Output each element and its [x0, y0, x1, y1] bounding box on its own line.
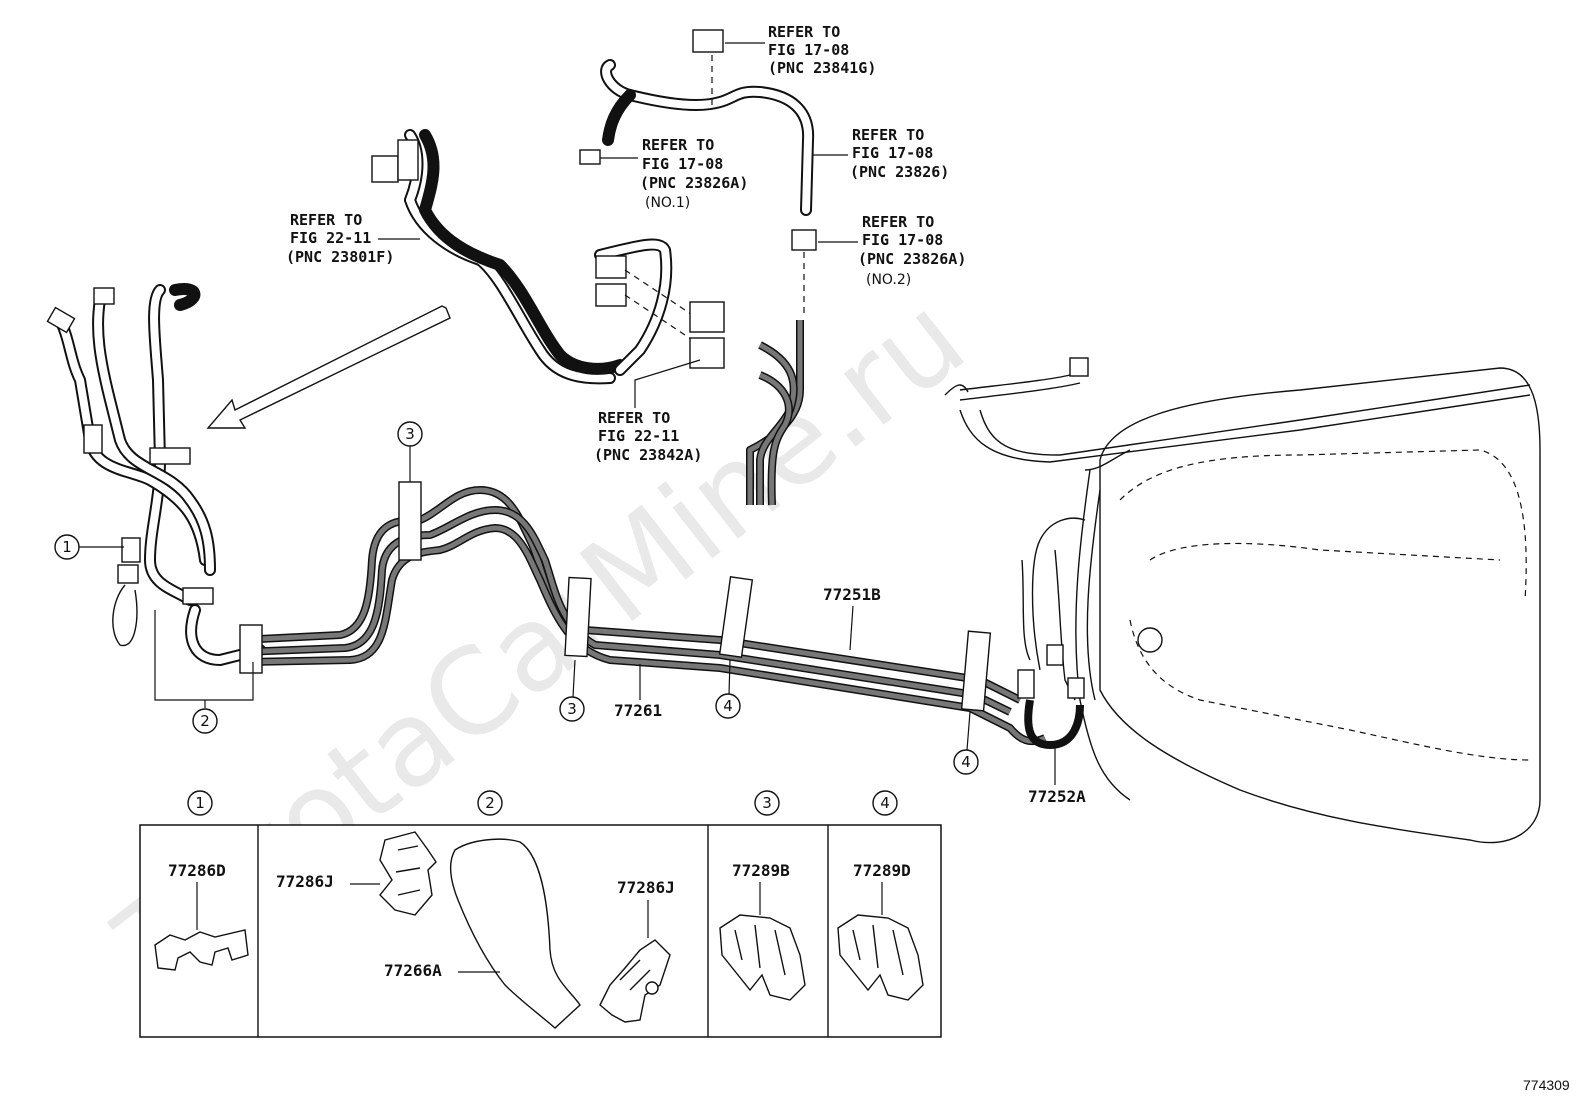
ref-label-23842A: REFER TO FIG 22-11 (PNC 23842A): [594, 359, 702, 464]
ref-label-23826: REFER TO FIG 17-08 (PNC 23826): [812, 126, 949, 181]
svg-text:(NO.1): (NO.1): [645, 195, 690, 211]
part-77261: 77261: [614, 664, 662, 720]
part-77252A: 77252A: [1028, 748, 1086, 806]
svg-text:FIG 17-08: FIG 17-08: [852, 144, 933, 162]
svg-text:FIG 22-11: FIG 22-11: [290, 229, 371, 247]
ref-label-23826A-no1: REFER TO FIG 17-08 (PNC 23826A) (NO.1): [600, 136, 748, 211]
svg-text:77286J: 77286J: [617, 878, 675, 897]
svg-text:3: 3: [762, 794, 772, 812]
svg-text:3: 3: [405, 425, 415, 443]
svg-text:REFER TO: REFER TO: [852, 126, 924, 144]
svg-text:FIG 17-08: FIG 17-08: [862, 231, 943, 249]
svg-text:(PNC 23801F): (PNC 23801F): [286, 248, 394, 266]
callout-4-middle: 4: [715, 659, 741, 719]
svg-text:(NO.2): (NO.2): [866, 272, 911, 288]
svg-text:77286D: 77286D: [168, 861, 226, 880]
clamp-77289B: 77289B: [719, 861, 806, 1001]
cover-77266A: 77266A: [384, 838, 581, 1029]
clip-77286D: 77286D: [154, 861, 249, 971]
svg-text:4: 4: [961, 753, 971, 771]
callout-2: 2: [154, 610, 254, 734]
detail-header-3: 3: [754, 790, 780, 816]
detail-header-2: 2: [477, 790, 503, 816]
ref-label-23801F: REFER TO FIG 22-11 (PNC 23801F): [286, 211, 420, 266]
svg-text:77252A: 77252A: [1028, 787, 1086, 806]
fuel-tank-outline: [1075, 367, 1541, 844]
detail-header-1: 1: [187, 790, 213, 816]
svg-text:2: 2: [200, 712, 210, 730]
svg-text:REFER TO: REFER TO: [768, 23, 840, 41]
svg-text:(PNC 23826A): (PNC 23826A): [858, 250, 966, 268]
clip-77286J-left: 77286J: [276, 831, 437, 916]
callout-3-top: 3: [397, 421, 423, 482]
svg-text:4: 4: [880, 794, 890, 812]
svg-text:77251B: 77251B: [823, 585, 881, 604]
part-77251B: 77251B: [823, 585, 881, 651]
svg-text:(PNC 23826A): (PNC 23826A): [640, 174, 748, 192]
svg-text:FIG 17-08: FIG 17-08: [768, 41, 849, 59]
svg-text:(PNC 23842A): (PNC 23842A): [594, 446, 702, 464]
svg-text:REFER TO: REFER TO: [598, 409, 670, 427]
svg-text:4: 4: [723, 697, 733, 715]
svg-text:77289B: 77289B: [732, 861, 790, 880]
svg-text:77261: 77261: [614, 701, 662, 720]
clip-77286J-right: 77286J: [599, 878, 675, 1023]
svg-text:REFER TO: REFER TO: [290, 211, 362, 229]
clamp-77289D: 77289D: [837, 861, 924, 1001]
svg-text:FIG 22-11: FIG 22-11: [598, 427, 679, 445]
svg-text:(PNC 23826): (PNC 23826): [850, 163, 949, 181]
svg-text:(PNC 23841G): (PNC 23841G): [768, 59, 876, 77]
ref-label-23826A-no2: REFER TO FIG 17-08 (PNC 23826A) (NO.2): [818, 213, 966, 288]
svg-text:77289D: 77289D: [853, 861, 911, 880]
svg-text:77286J: 77286J: [276, 872, 334, 891]
svg-text:REFER TO: REFER TO: [642, 136, 714, 154]
detail-header-4: 4: [872, 790, 898, 816]
svg-text:77266A: 77266A: [384, 961, 442, 980]
ref-label-23841G: REFER TO FIG 17-08 (PNC 23841G): [725, 23, 876, 77]
svg-text:FIG 17-08: FIG 17-08: [642, 155, 723, 173]
svg-text:2: 2: [485, 794, 495, 812]
callout-1: 1: [54, 534, 124, 560]
svg-text:1: 1: [62, 538, 72, 556]
detail-panel: 1 2 3 4 77286D 77286J 77266A: [139, 790, 942, 1038]
fuel-tube-bundle: [239, 481, 1047, 746]
filler-hose-assembly: [46, 283, 266, 666]
figure-id: 774309: [1523, 1077, 1570, 1093]
wire-harness: [944, 357, 1531, 749]
svg-text:1: 1: [195, 794, 205, 812]
svg-text:REFER TO: REFER TO: [862, 213, 934, 231]
callout-3-bottom: 3: [559, 659, 585, 722]
upper-hose-group: [371, 29, 817, 506]
direction-arrow: [206, 305, 451, 429]
callout-4-right: 4: [953, 711, 979, 775]
svg-text:3: 3: [567, 700, 577, 718]
